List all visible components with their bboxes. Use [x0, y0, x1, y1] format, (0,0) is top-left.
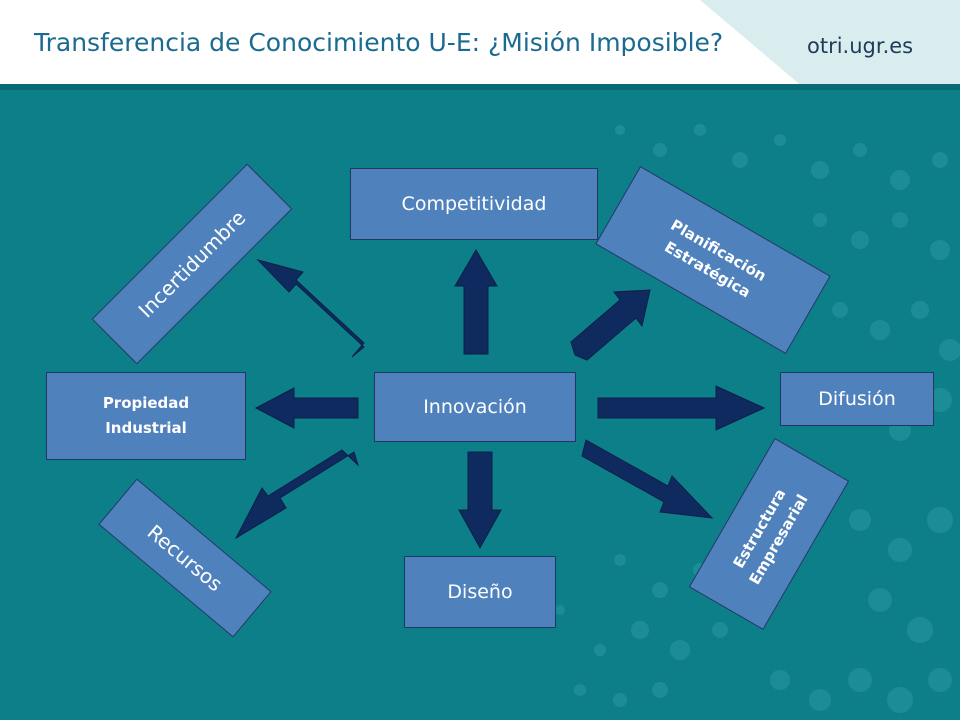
node-difusion-label: Difusión	[818, 388, 896, 410]
arrow-to-diseno	[458, 451, 502, 550]
node-diseno-label: Diseño	[447, 581, 513, 603]
node-diseno: Diseño	[404, 556, 556, 628]
arrow-to-incertidumbre	[256, 259, 365, 358]
node-innovacion-label: Innovación	[423, 396, 527, 418]
node-propiedad-label: Propiedad Industrial	[102, 393, 190, 438]
node-competitividad-label: Competitividad	[401, 193, 547, 215]
dot-pattern-decoration	[555, 124, 960, 713]
arrow-to-competitividad	[454, 249, 498, 355]
arrow-to-difusion	[597, 385, 766, 431]
arrow-to-estructura	[581, 439, 714, 519]
arrow-to-propiedad	[254, 387, 359, 429]
node-competitividad: Competitividad	[350, 168, 598, 240]
arrow-to-recursos	[234, 449, 360, 540]
slide-title: Transferencia de Conocimiento U-E: ¿Misi…	[34, 28, 724, 57]
arrow-to-planificacion	[570, 289, 651, 361]
header-divider	[0, 84, 960, 90]
node-difusion: Difusión	[780, 372, 934, 426]
brand-logo-text: otri.ugr.es	[807, 34, 914, 58]
node-innovacion: Innovación	[374, 372, 576, 442]
node-propiedad-industrial: Propiedad Industrial	[46, 372, 246, 460]
